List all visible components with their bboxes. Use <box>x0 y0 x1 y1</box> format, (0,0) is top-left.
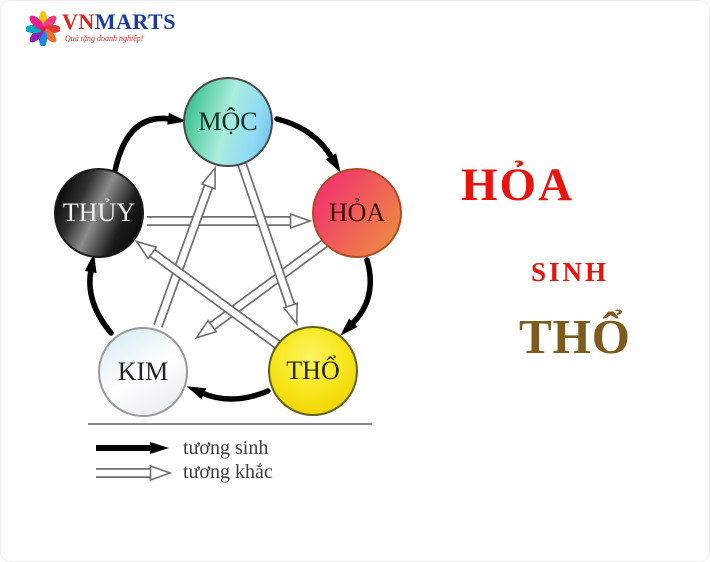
brand-vn: VN <box>62 9 95 34</box>
caption-word-hoa: HỎA <box>461 159 575 211</box>
brand-marts: MARTS <box>94 9 176 34</box>
pinwheel-flower-icon <box>26 11 60 46</box>
element-tho-label: THỔ <box>286 356 340 385</box>
khac-arrow-moc-to-tho <box>237 162 298 327</box>
legend-sinh-label: tương sinh <box>183 437 269 459</box>
khac-arrow-kim-to-moc <box>153 165 216 328</box>
vnmarts-logo: VNMARTS Quà tặng doanh nghiệp! <box>26 10 176 46</box>
legend-khac-label: tương khắc <box>183 461 273 483</box>
element-kim-label: KIM <box>117 357 169 386</box>
brand-name: VNMARTS <box>62 10 176 34</box>
element-tho: THỔ <box>268 326 358 416</box>
khac-arrows-group <box>134 162 328 350</box>
sinh-arrow-kim-to-thuy <box>84 253 114 336</box>
sinh-arrow-thuy-to-moc <box>112 112 187 174</box>
element-moc-label: MỘC <box>198 107 258 136</box>
element-hoa: HỎA <box>312 168 402 258</box>
brand-tagline: Quà tặng doanh nghiệp! <box>65 34 144 43</box>
element-thuy: THỦY <box>54 168 144 258</box>
element-kim: KIM <box>98 327 188 417</box>
element-hoa-label: HỎA <box>328 198 386 227</box>
sinh-arrow-tho-to-kim <box>186 386 271 402</box>
element-moc: MỘC <box>183 77 273 167</box>
caption-word-tho: THỔ <box>519 309 631 364</box>
caption-word-sinh: SINH <box>531 257 610 287</box>
sinh-arrow-hoa-to-tho <box>339 257 373 337</box>
khac-arrow-tho-to-thuy <box>134 239 281 350</box>
sinh-arrows-group <box>84 112 373 402</box>
element-thuy-label: THỦY <box>62 198 136 227</box>
sinh-arrow-moc-to-hoa <box>274 116 341 173</box>
